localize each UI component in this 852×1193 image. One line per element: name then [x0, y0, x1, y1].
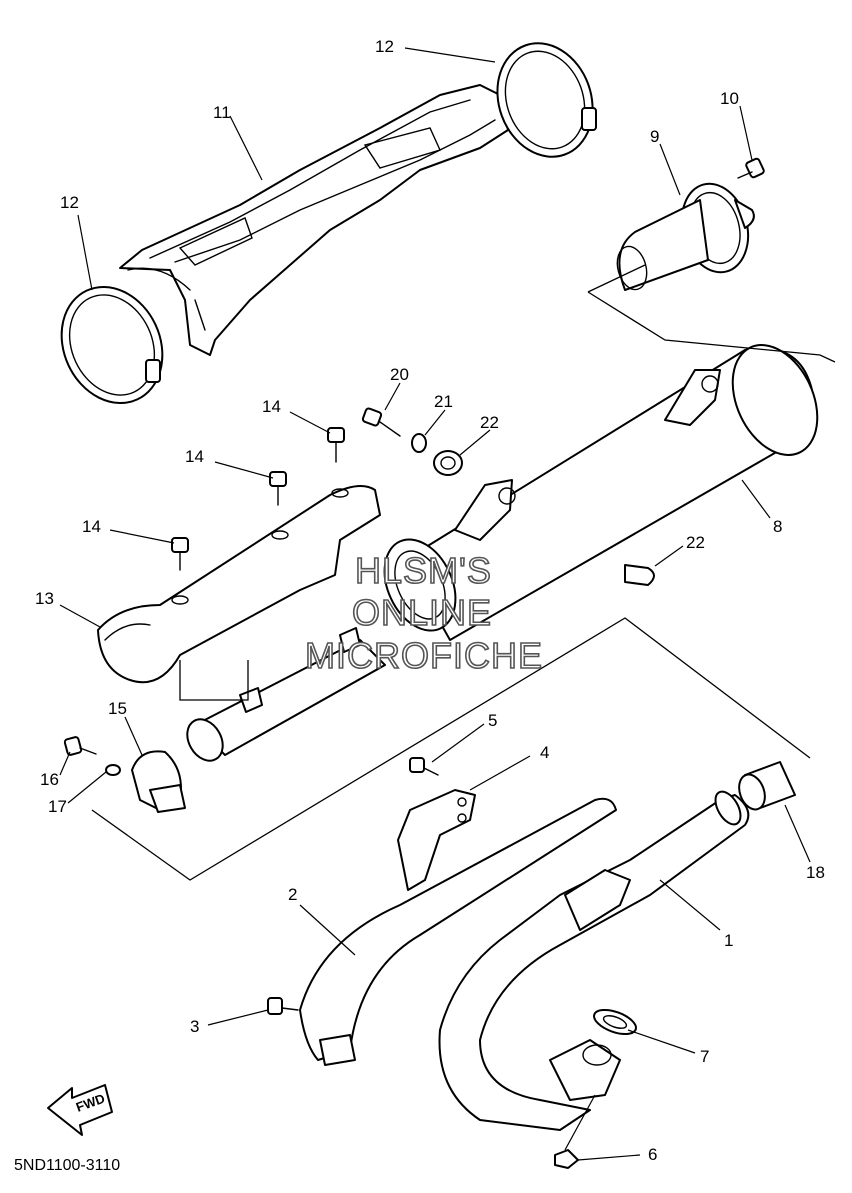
callout-3: 3: [190, 1017, 199, 1036]
watermark-line-2: ONLINE: [352, 592, 492, 633]
callout-14-b: 14: [185, 447, 204, 466]
callout-leaders: [59, 47, 811, 1161]
part-6-nut: [554, 1149, 579, 1169]
diagram-code: 5ND1100-3110: [14, 1157, 120, 1174]
callout-12-top: 12: [375, 37, 394, 56]
part-20-washer: [411, 433, 427, 453]
callout-11: 11: [213, 103, 231, 122]
callout-15: 15: [108, 699, 127, 718]
part-22-collar: [624, 564, 655, 586]
callout-7: 7: [700, 1047, 709, 1066]
watermark: HLSM'S ONLINE MICROFICHE: [304, 549, 543, 677]
callout-17: 17: [48, 797, 67, 816]
callout-18: 18: [806, 863, 825, 882]
callout-21: 22: [480, 413, 499, 432]
part-3-bolt: [267, 997, 299, 1015]
part-18-joint: [738, 761, 796, 811]
callout-16: 16: [40, 770, 59, 789]
muffler-inlet-pipe: [186, 627, 386, 762]
part-11-protector: [119, 84, 509, 356]
part-9-spark-arrester: [616, 182, 755, 291]
part-7-gasket: [593, 1008, 637, 1036]
callout-5: 5: [488, 711, 497, 730]
part-10-screw: [737, 157, 765, 179]
callout-8: 8: [773, 517, 782, 536]
callout-14-c: 14: [82, 517, 101, 536]
assembly-frame-lines: [91, 264, 836, 881]
part-16-bolt: [63, 736, 97, 756]
part-12-clamp-right: [496, 42, 597, 158]
callout-19: 20: [390, 365, 409, 384]
callout-2: 2: [288, 885, 297, 904]
part-4-bracket: [397, 789, 476, 891]
callout-4: 4: [540, 743, 549, 762]
fwd-arrow-icon: FWD: [47, 1084, 113, 1136]
part-17-washer: [105, 764, 121, 776]
part-2-guard: [299, 797, 617, 1066]
callout-13: 13: [35, 589, 54, 608]
callout-22: 22: [686, 533, 705, 552]
part-15-clamp: [131, 750, 186, 813]
callout-20: 21: [434, 392, 453, 411]
part-12-clamp-left: [60, 285, 164, 405]
part-19-bolt: [361, 407, 401, 437]
part-21-grommet: [433, 450, 463, 476]
watermark-line-3: MICROFICHE: [305, 635, 543, 676]
part-5-bolt: [409, 757, 439, 776]
callout-9: 9: [650, 127, 659, 146]
watermark-line-1: HLSM'S: [355, 550, 492, 591]
part-1-exhaust-pipe: [438, 790, 750, 1131]
callout-labels: 12 11 12 9 10 20 21 22 14 14 14 13 8 22 …: [35, 37, 825, 1164]
part-13-protector: [97, 485, 381, 684]
callout-1: 1: [724, 931, 733, 950]
part-8-muffler: [383, 344, 819, 641]
callout-10: 10: [720, 89, 739, 108]
callout-14-a: 14: [262, 397, 281, 416]
part-14-bolts: [171, 427, 345, 571]
exhaust-flange: [549, 1039, 621, 1101]
callout-6: 6: [648, 1145, 657, 1164]
callout-12-left: 12: [60, 193, 79, 212]
